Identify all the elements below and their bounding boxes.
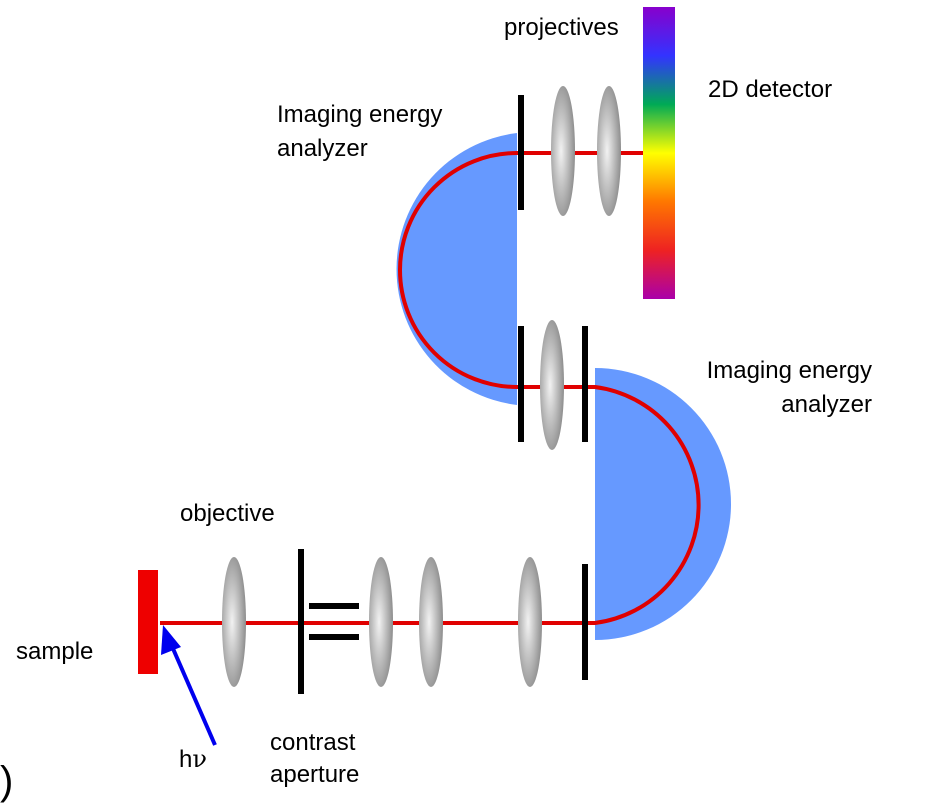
- projectives-label: projectives: [504, 14, 619, 41]
- contrast-aperture-label-line2: aperture: [270, 761, 360, 788]
- photon-arrow-head: [161, 625, 181, 655]
- top-analyzer-hemisphere: [396, 133, 517, 405]
- 2d-detector-label: 2D detector: [708, 76, 833, 103]
- projective-lens-1: [551, 86, 575, 216]
- transfer-lens-2: [419, 557, 443, 687]
- transfer-lens-3: [518, 557, 542, 687]
- sample-label: sample: [16, 638, 94, 665]
- transfer-lens-1: [369, 557, 393, 687]
- photon-arrow-shaft: [169, 643, 217, 746]
- electron-beam-path: [160, 151, 701, 625]
- photon-label-nu: ν: [192, 745, 207, 773]
- right-analyzer-hemisphere: [595, 368, 731, 640]
- contrast-aperture-label-line1: contrast: [270, 729, 356, 756]
- top-analyzer-label-line1: Imaging energy: [277, 101, 443, 128]
- right-analyzer-label-line1: Imaging energy: [706, 357, 872, 384]
- top-analyzer-label-line2: analyzer: [277, 135, 368, 162]
- photon-label-h: h: [179, 746, 193, 773]
- projective-lens-2: [597, 86, 621, 216]
- objective-label: objective: [180, 500, 275, 527]
- sample-plate: [138, 570, 158, 674]
- intermediate-lens: [540, 320, 564, 450]
- edge-parenthesis: ): [0, 759, 14, 803]
- right-analyzer-label-line2: analyzer: [781, 391, 872, 418]
- objective-lens: [222, 557, 246, 687]
- photon-label: hν: [179, 743, 207, 776]
- 2d-detector: [643, 7, 675, 299]
